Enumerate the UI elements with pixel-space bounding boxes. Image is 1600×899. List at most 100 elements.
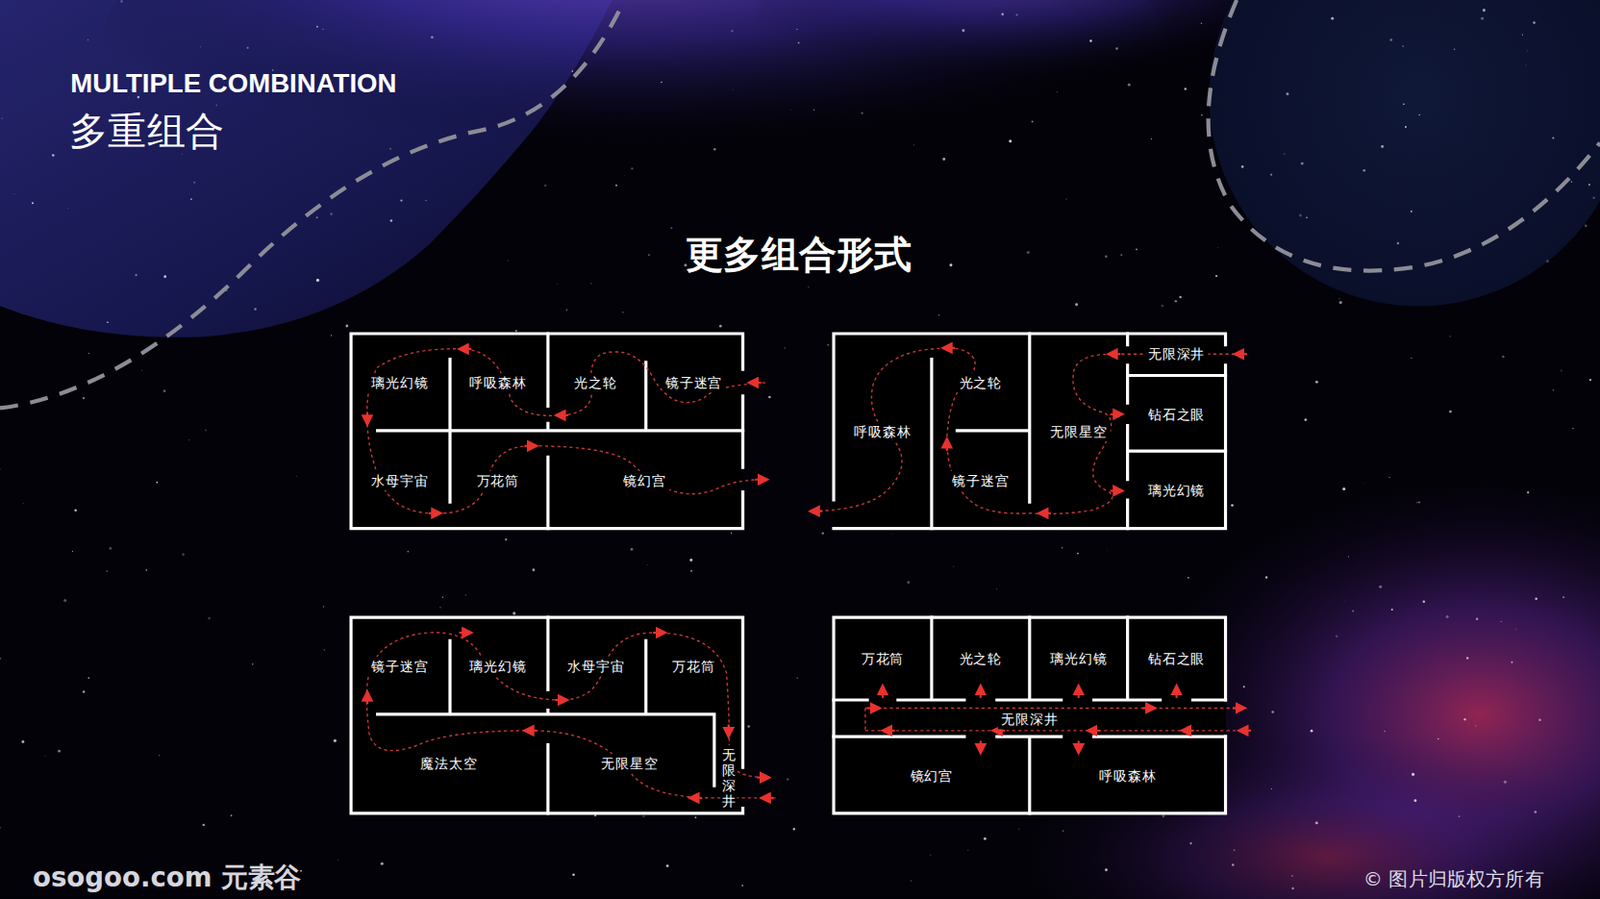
star xyxy=(74,508,77,512)
room-name: 钻石之眼 xyxy=(1145,650,1209,670)
star xyxy=(1299,213,1302,217)
star xyxy=(333,739,337,743)
star xyxy=(952,565,955,568)
star xyxy=(1401,45,1403,47)
star xyxy=(1449,335,1451,338)
star xyxy=(1315,380,1319,384)
star xyxy=(57,750,61,753)
star xyxy=(798,42,800,45)
star xyxy=(72,550,74,552)
star xyxy=(1416,501,1418,503)
star xyxy=(465,594,467,596)
star xyxy=(1362,482,1365,485)
star xyxy=(21,740,25,744)
star xyxy=(622,311,625,314)
star xyxy=(87,351,90,354)
star xyxy=(82,397,85,400)
room-box: 呼吸森林 xyxy=(1096,767,1160,787)
star xyxy=(666,864,670,868)
star xyxy=(105,570,108,573)
room-box: 镜幻宫 xyxy=(906,767,956,787)
star xyxy=(1216,246,1219,249)
star xyxy=(713,148,716,150)
room-name: 无限星空 xyxy=(598,753,662,774)
star xyxy=(202,824,205,826)
star xyxy=(1466,656,1469,659)
room-box: 光之轮 xyxy=(955,650,1005,670)
star xyxy=(783,347,785,349)
star xyxy=(22,502,25,505)
star xyxy=(1018,827,1021,830)
star xyxy=(230,814,233,817)
star xyxy=(87,39,89,41)
copyright-note: © 图片归版权方所有 xyxy=(1363,867,1545,891)
room-name: 钻石之眼 xyxy=(1145,404,1209,425)
room-box: 无限深井 xyxy=(1145,344,1209,364)
star xyxy=(204,428,207,431)
room-name: 璃光幻镜 xyxy=(368,373,432,393)
star xyxy=(996,588,999,591)
star xyxy=(694,816,697,819)
star xyxy=(719,325,723,328)
star xyxy=(145,569,148,572)
star xyxy=(1187,576,1190,579)
star xyxy=(590,282,593,285)
star xyxy=(1546,259,1550,263)
star xyxy=(120,0,123,2)
star xyxy=(31,201,34,204)
star xyxy=(630,548,634,551)
star xyxy=(1026,250,1030,254)
star xyxy=(1031,121,1034,124)
star xyxy=(181,552,185,556)
star xyxy=(949,263,952,267)
star xyxy=(1291,887,1294,890)
star xyxy=(1410,210,1413,213)
star xyxy=(1388,476,1390,478)
star xyxy=(1283,152,1286,155)
room-name: 璃光幻镜 xyxy=(1145,480,1209,500)
star xyxy=(1391,608,1394,611)
star xyxy=(390,219,394,223)
room-box: 无限深井 xyxy=(998,709,1062,729)
star xyxy=(1200,23,1203,25)
star xyxy=(1135,249,1138,251)
room-box: 魔法太空 xyxy=(417,753,481,774)
star xyxy=(1592,196,1595,199)
star xyxy=(190,198,193,200)
section-heading: 更多组合形式 xyxy=(685,232,913,278)
star xyxy=(1150,138,1152,140)
star xyxy=(507,260,509,262)
room-name: 呼吸森林 xyxy=(850,422,915,442)
star xyxy=(158,754,160,756)
star xyxy=(1338,298,1340,300)
star xyxy=(1065,198,1067,200)
star xyxy=(141,370,143,372)
room-name: 光之轮 xyxy=(571,373,621,393)
room-box: 万花筒 xyxy=(857,650,907,670)
room-name: 魔法太空 xyxy=(417,753,481,774)
star xyxy=(82,690,85,693)
star xyxy=(1383,730,1385,732)
star xyxy=(730,532,732,534)
star xyxy=(439,606,442,609)
star xyxy=(1560,370,1563,373)
star xyxy=(1339,300,1343,304)
star xyxy=(1104,868,1108,872)
star xyxy=(400,199,402,201)
star xyxy=(1105,549,1108,551)
star xyxy=(1503,780,1507,784)
star xyxy=(642,815,646,819)
star xyxy=(1572,427,1574,429)
star xyxy=(181,153,183,155)
star xyxy=(442,596,444,598)
star xyxy=(1189,842,1192,845)
star xyxy=(512,611,516,615)
star xyxy=(1271,710,1274,713)
star xyxy=(1230,503,1234,507)
star xyxy=(566,309,568,311)
star xyxy=(967,850,969,851)
star xyxy=(329,212,333,216)
room-name: 呼吸森林 xyxy=(466,373,530,393)
star xyxy=(1310,729,1314,733)
